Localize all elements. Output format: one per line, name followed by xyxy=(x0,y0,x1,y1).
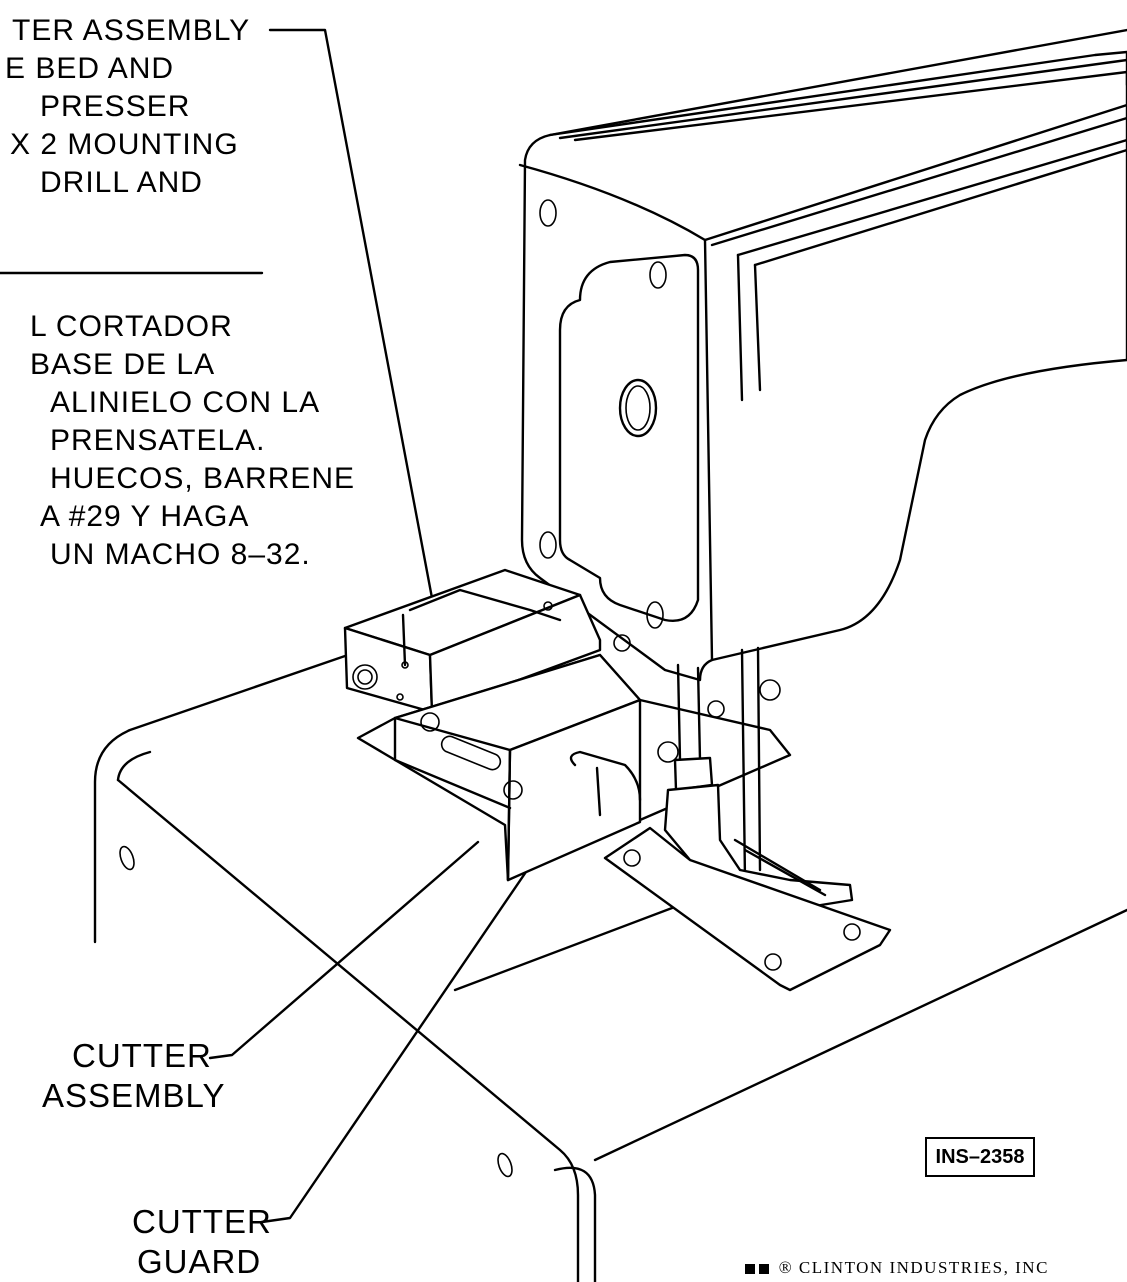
cutter-guard-label: CUTTER GUARD xyxy=(132,1202,272,1282)
english-line-3: PRESSER xyxy=(40,90,191,123)
cutter-assembly-block xyxy=(343,568,792,882)
spanish-line-1: L CORTADOR xyxy=(30,310,233,343)
company-name: ® CLINTON INDUSTRIES, INC xyxy=(778,1258,1049,1277)
machine-arm xyxy=(518,28,1127,682)
cutter-assembly-leader xyxy=(208,840,480,1060)
presser-foot xyxy=(603,646,892,992)
spanish-line-7: UN MACHO 8–32. xyxy=(50,538,311,571)
spanish-line-4: PRENSATELA. xyxy=(50,424,266,457)
spanish-line-6: A #29 Y HAGA xyxy=(40,500,250,533)
spanish-line-2: BASE DE LA xyxy=(30,348,216,381)
drawing-number-box: INS–2358 xyxy=(925,1137,1035,1177)
english-line-2: E BED AND xyxy=(5,52,175,85)
cutter-guard-leader xyxy=(260,776,592,1224)
cutter-guard-label-line-2: GUARD xyxy=(137,1243,262,1280)
spanish-instructions: L CORTADOR BASE DE LA ALINIELO CON LA PR… xyxy=(0,308,355,574)
cutter-assembly-label: CUTTER ASSEMBLY xyxy=(42,1036,225,1116)
cutter-guard-label-line-1: CUTTER xyxy=(132,1203,272,1240)
english-line-5: DRILL AND xyxy=(40,166,203,199)
table-top xyxy=(93,654,1127,1282)
logo-square-icon xyxy=(759,1264,769,1275)
cutter-assembly-label-line-2: ASSEMBLY xyxy=(42,1077,226,1114)
spanish-line-3: ALINIELO CON LA xyxy=(50,386,321,419)
spanish-line-5: HUECOS, BARRENE xyxy=(50,462,356,495)
top-leader-line xyxy=(268,28,434,600)
company-footer: ® CLINTON INDUSTRIES, INC xyxy=(745,1258,1049,1278)
english-line-4: X 2 MOUNTING xyxy=(10,128,239,161)
logo-square-icon xyxy=(745,1264,755,1275)
cutter-assembly-label-line-1: CUTTER xyxy=(72,1037,212,1074)
english-instructions: TER ASSEMBLY E BED AND PRESSER X 2 MOUNT… xyxy=(0,12,250,202)
english-line-1: TER ASSEMBLY xyxy=(12,14,251,47)
